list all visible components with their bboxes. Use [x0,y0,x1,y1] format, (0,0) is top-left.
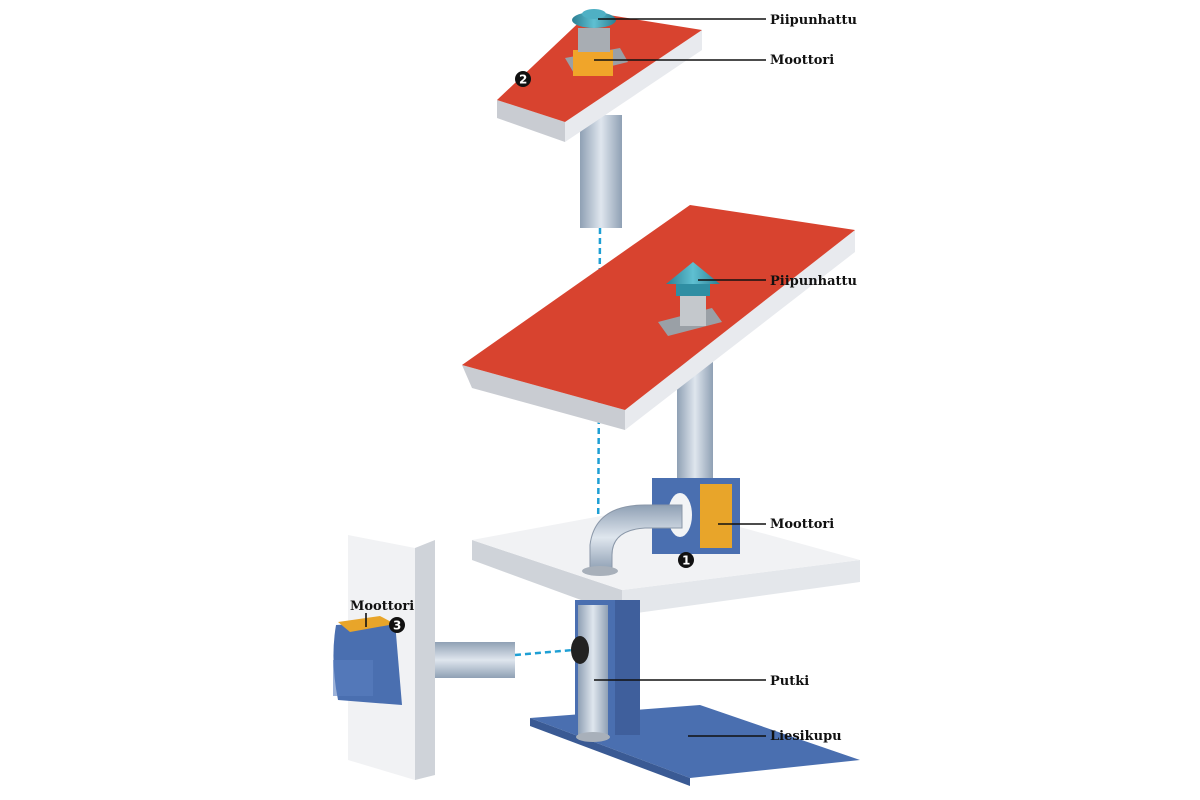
ceiling-slab [472,478,860,615]
dashed-connector-horizontal [514,648,574,657]
motor-middle [700,484,732,548]
label-motor-wall: Moottori [350,599,414,614]
motor-top [573,50,613,76]
roof-top [497,9,702,228]
chimney-cap-top [572,12,616,28]
label-chimney-cap-middle: Piipunhattu [770,274,857,289]
label-pipe: Putki [770,674,809,689]
hood-assembly [530,600,860,786]
roof-middle [462,205,855,480]
marker-2-text: 2 [519,73,527,87]
marker-2: 2 [515,71,531,87]
label-motor-top: Moottori [770,53,834,68]
pipe-vertical [578,605,608,735]
pipe-horizontal [435,642,515,678]
pipe-top [580,115,622,228]
elbow-pipe [589,504,683,571]
chimney-cap-middle [666,262,720,284]
label-hood: Liesikupu [770,729,842,744]
marker-1: 1 [678,552,694,568]
marker-3-text: 3 [393,619,401,633]
label-chimney-cap-top: Piipunhattu [770,13,857,28]
marker-3: 3 [389,617,405,633]
wall-left [333,535,574,780]
marker-1-text: 1 [682,554,690,568]
label-motor-middle: Moottori [770,517,834,532]
